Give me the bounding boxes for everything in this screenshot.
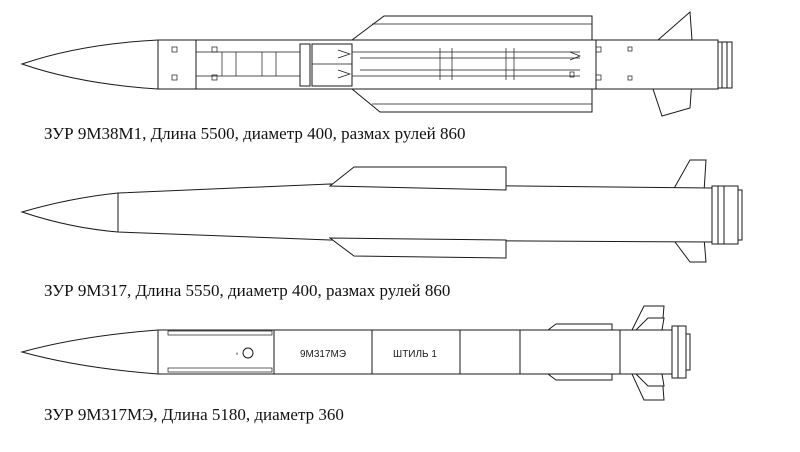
nozzle (671, 325, 687, 379)
missile-9m317 (20, 159, 743, 263)
lower-strake (546, 373, 613, 381)
lower-wing (328, 237, 507, 259)
nozzle (717, 41, 733, 89)
caption-9m317: ЗУР 9М317, Длина 5550, диаметр 400, разм… (44, 281, 451, 300)
missile-9m38m1 (20, 10, 733, 117)
port-marker-text: II (236, 351, 238, 356)
lower-wing (350, 88, 593, 113)
nozzle (711, 185, 739, 245)
port-marker (242, 347, 254, 359)
missile-body (20, 39, 719, 90)
upper-wing (350, 15, 593, 41)
body-label-shtil: ШТИЛЬ 1 (393, 349, 437, 360)
missile-9m317me: II 9М317МЭ ШТИЛЬ 1 (20, 305, 691, 401)
caption-9m317me: ЗУР 9М317МЭ, Длина 5180, диаметр 360 (44, 405, 344, 424)
missile-body (20, 329, 673, 375)
upper-wing (328, 166, 507, 191)
body-label-model: 9М317МЭ (300, 349, 346, 360)
upper-strake (546, 323, 613, 331)
caption-9m38m1: ЗУР 9М38М1, Длина 5500, диаметр 400, раз… (44, 124, 466, 143)
missile-body (20, 183, 713, 243)
